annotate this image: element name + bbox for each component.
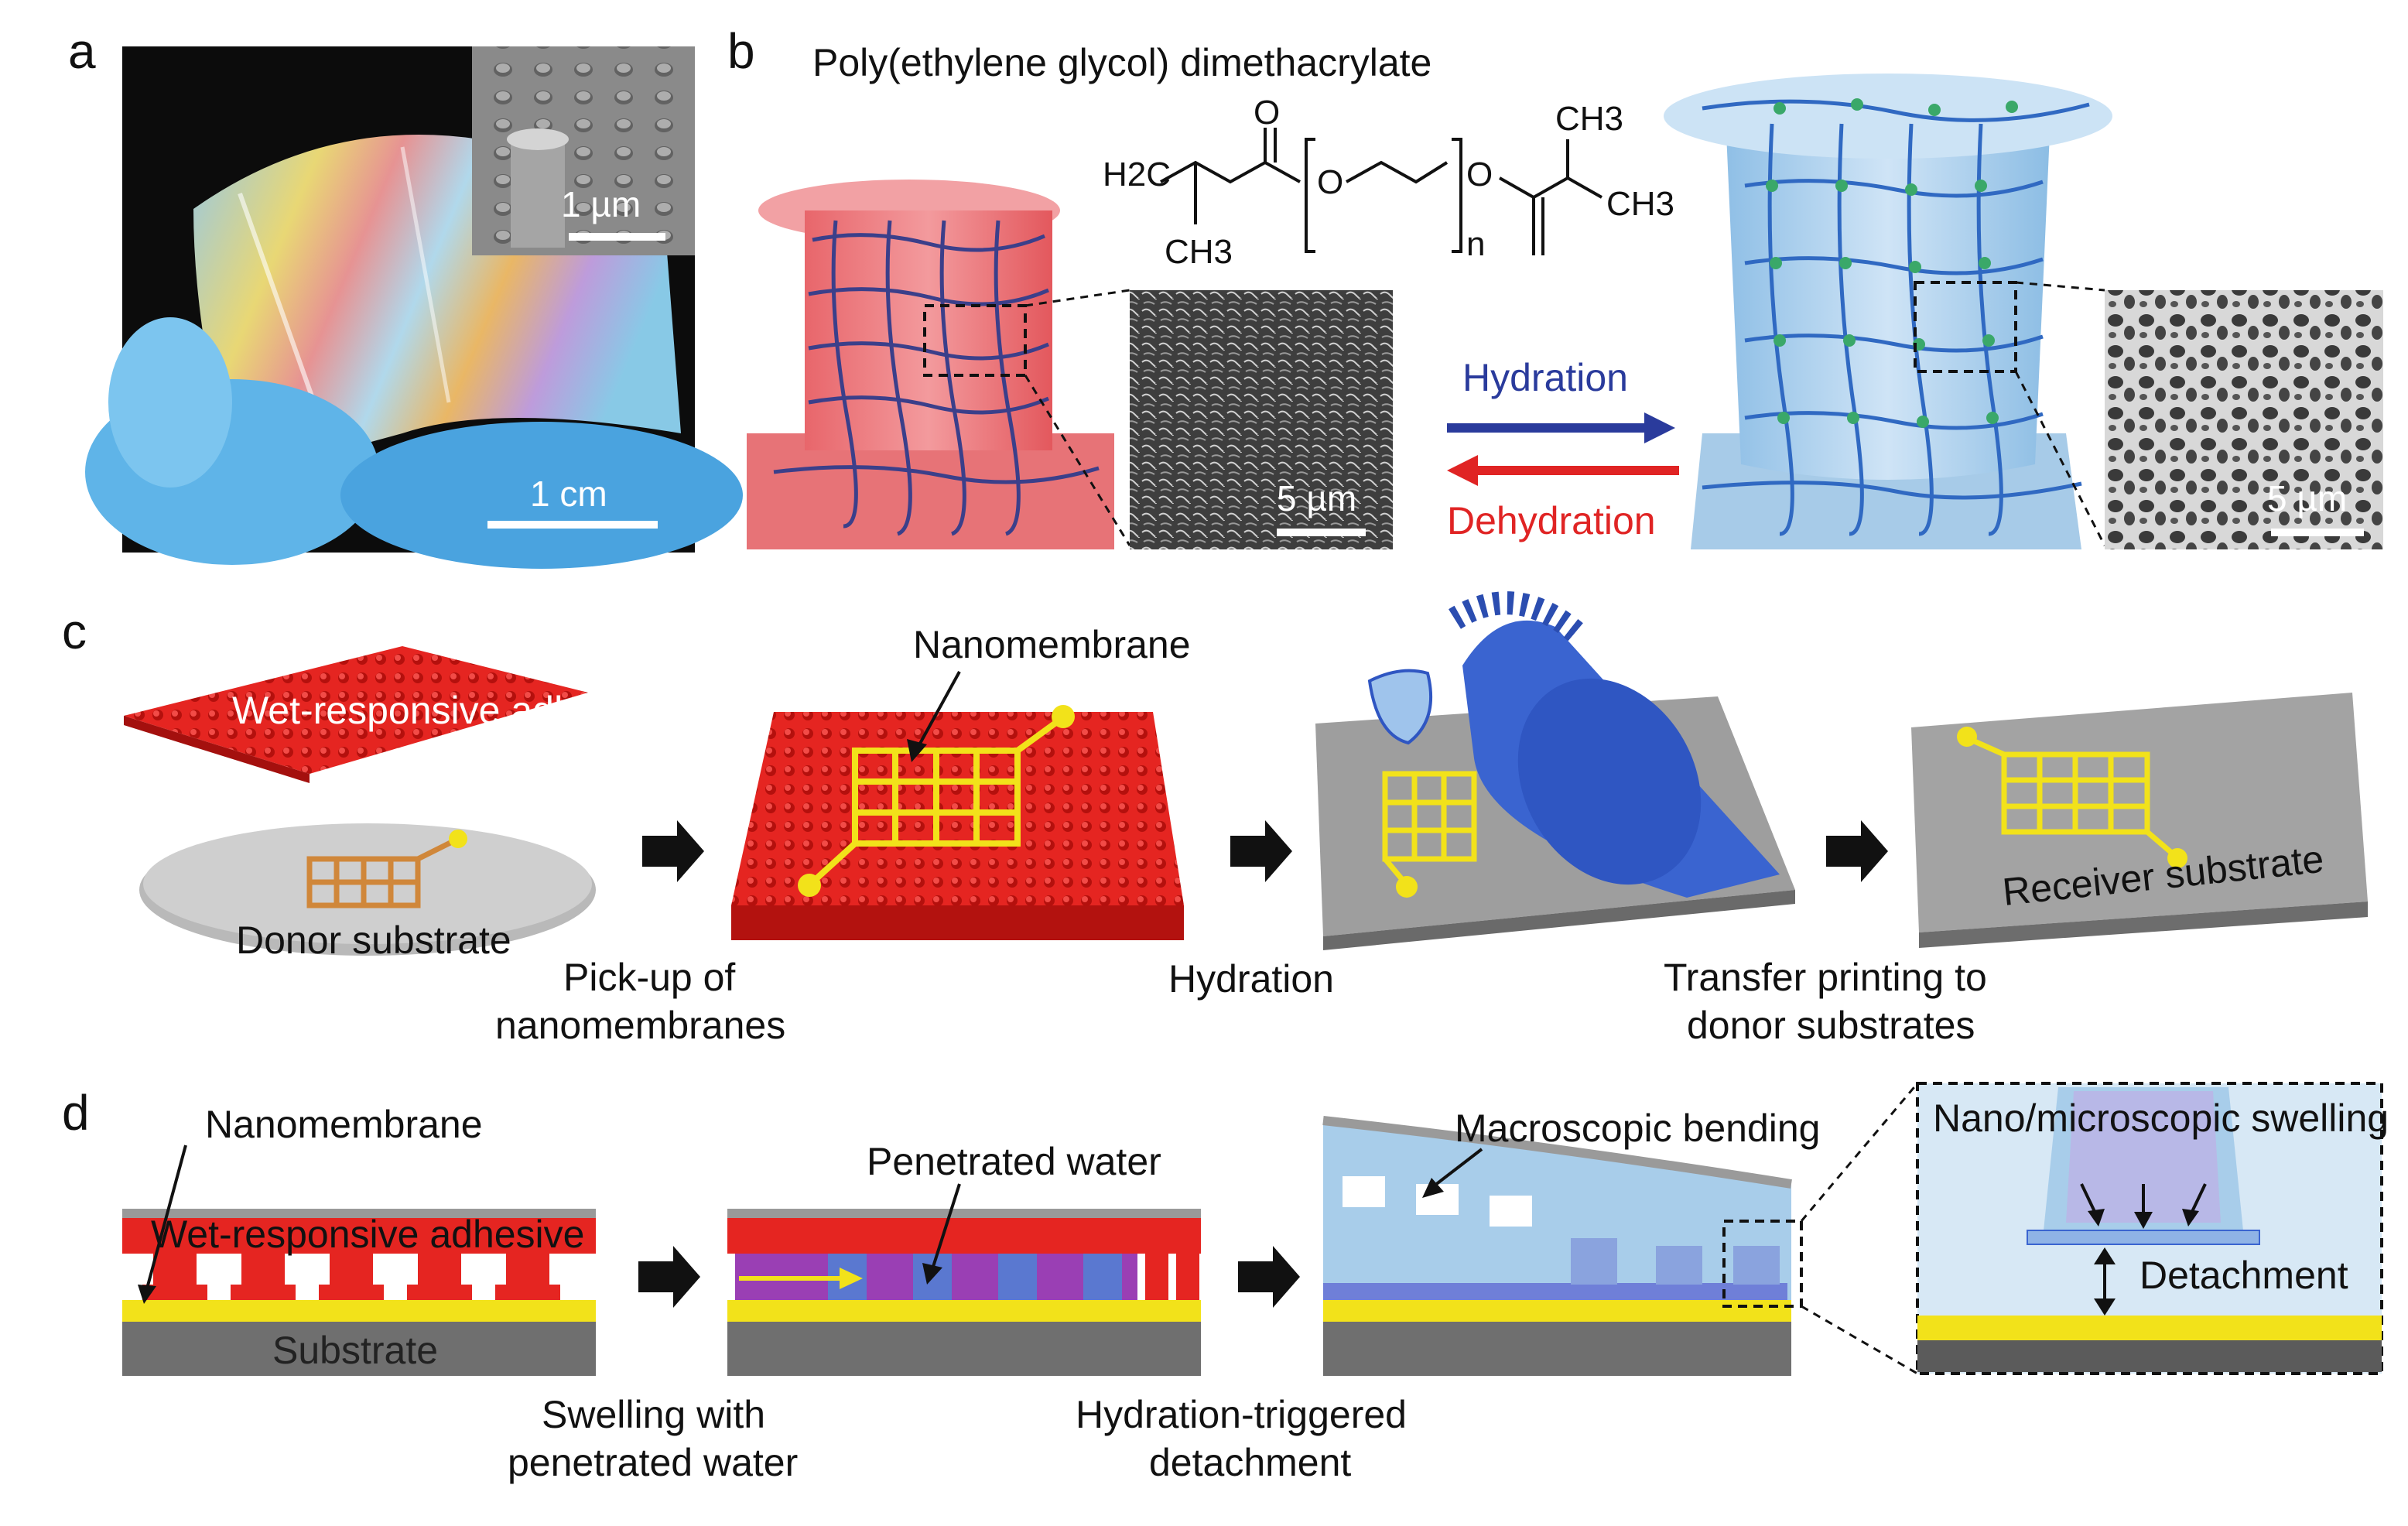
bending-label: Macroscopic bending: [1455, 1107, 1821, 1150]
donor-label: Donor substrate: [236, 919, 511, 962]
donor-substrate: [139, 823, 596, 956]
adhesive-label-c: Wet-responsive adhesive: [232, 689, 665, 732]
hydrated-pillar: [1664, 74, 2112, 549]
panel-a-label: a: [68, 23, 96, 79]
pegdma-title: Poly(ethylene glycol) dimethacrylate: [812, 41, 1431, 84]
swelling-label: Nano/microscopic swelling: [1933, 1097, 2389, 1140]
nanomembrane-label-d: Nanomembrane: [205, 1103, 483, 1146]
dehydrated-pillar: [747, 180, 1131, 549]
adhesive-with-nanomembrane: [731, 671, 1184, 940]
chem-h2c: H2C: [1103, 156, 1171, 193]
sem-dehydrated: [1130, 290, 1393, 549]
adhesive-label-d: Wet-responsive adhesive: [151, 1213, 584, 1256]
step-c1-line1: Pick-up of: [563, 956, 735, 999]
nanomembrane-label-c: Nanomembrane: [913, 623, 1191, 666]
hydration-label: Hydration: [1462, 356, 1628, 399]
panel-b-label: b: [727, 23, 755, 79]
step-d2-line1: Hydration-triggered: [1076, 1393, 1407, 1436]
sem-left-scalebar-label: 5 µm: [1277, 478, 1356, 518]
main-scalebar-label: 1 cm: [530, 474, 607, 514]
chem-o-ester: O: [1317, 163, 1343, 201]
d3-bending: [1322, 1083, 1919, 1376]
dehydration-label: Dehydration: [1447, 499, 1656, 542]
chem-o-carbonyl: O: [1254, 94, 1280, 132]
panel-c-label: c: [62, 604, 87, 659]
panel-a-photo: [85, 46, 743, 569]
step-d1-line1: Swelling with: [542, 1393, 765, 1436]
detachment-label: Detachment: [2139, 1254, 2348, 1297]
pegdma-structure: [1160, 128, 1602, 255]
penetrated-water-label: Penetrated water: [867, 1140, 1161, 1183]
chem-n: n: [1466, 225, 1485, 263]
d1-stack: [122, 1144, 596, 1376]
step-c3-line2: donor substrates: [1687, 1004, 1975, 1047]
receiver-substrate: [1911, 693, 2368, 948]
step-d1-line2: penetrated water: [508, 1441, 798, 1484]
step-d2-line2: detachment: [1149, 1441, 1351, 1484]
step-arrow-d2: [1238, 1246, 1300, 1308]
adhesive-sheet: [124, 646, 588, 783]
d2-stack: [727, 1183, 1201, 1376]
hydration-rolling-stamp: [1315, 591, 1795, 950]
chem-ch3-top: CH3: [1555, 100, 1623, 138]
inset-scalebar-label: 1 µm: [561, 184, 641, 224]
step-c1-line2: nanomembranes: [495, 1004, 785, 1047]
d4-zoom-inset: [1916, 1082, 2383, 1375]
sem-right-scalebar-label: 5 µm: [2267, 478, 2347, 518]
step-arrow-c1: [642, 820, 704, 882]
step-arrow-c3: [1826, 820, 1888, 882]
sem-hydrated: [2105, 290, 2383, 549]
step-arrow-d1: [638, 1246, 700, 1308]
chem-ch3-right: CH3: [1606, 185, 1674, 223]
panel-d-label: d: [62, 1085, 90, 1141]
chem-ch3-left: CH3: [1165, 233, 1233, 271]
substrate-label: Substrate: [272, 1329, 438, 1372]
chem-o-right: O: [1466, 156, 1493, 193]
step-c3-line1: Transfer printing to: [1664, 956, 1987, 999]
step-arrow-c2: [1230, 820, 1292, 882]
step-c2-line1: Hydration: [1168, 957, 1334, 1001]
